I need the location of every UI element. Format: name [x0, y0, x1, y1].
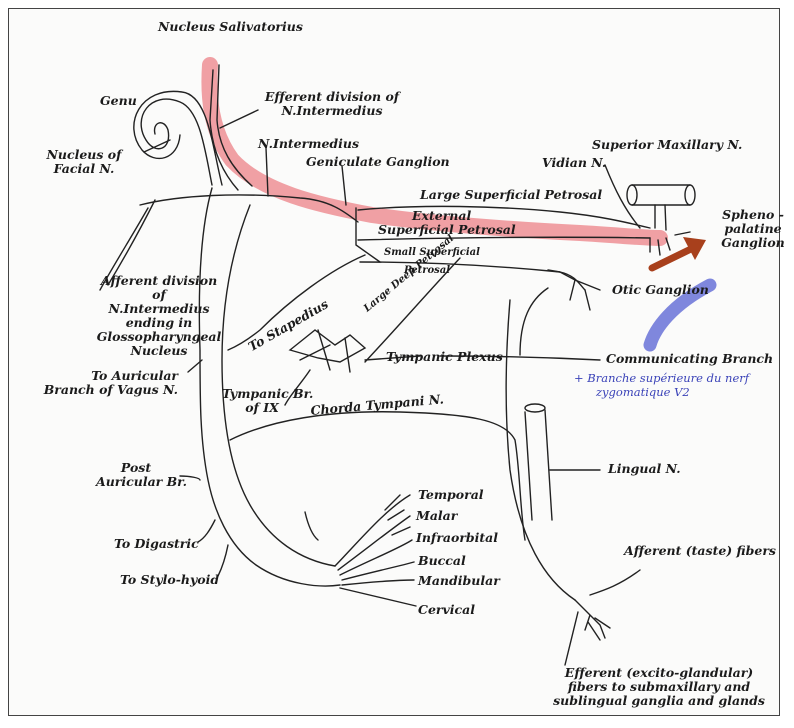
label-communicating-branch: Communicating Branch: [606, 352, 773, 366]
label-efferent-excito-line2: fibers to submaxillary and: [548, 680, 770, 694]
label-nucleus-facial-line1: Nucleus of: [34, 148, 134, 162]
infraorbital-branch: [340, 540, 412, 575]
superior-maxillary-nerve: [632, 185, 690, 205]
label-tympanic-br-line1: Tympanic Br.: [222, 387, 302, 401]
label-afferent-line1: Afferent division: [84, 274, 234, 288]
label-afferent-line3: N.Intermedius: [84, 302, 234, 316]
label-to-auricular: To Auricular Branch of Vagus N.: [40, 369, 178, 397]
label-infraorbital: Infraorbital: [416, 531, 498, 545]
label-mandibular: Mandibular: [418, 574, 500, 588]
label-nucleus-facial-line2: Facial N.: [34, 162, 134, 176]
label-large-superficial-petrosal: Large Superficial Petrosal: [420, 188, 602, 202]
digastric-branch: [198, 520, 215, 542]
label-temporal: Temporal: [418, 488, 484, 502]
afferent-taste-fibers: [590, 570, 640, 595]
mandibular-branch: [342, 580, 414, 585]
label-efferent-division-line1: Efferent division of: [262, 90, 402, 104]
label-to-stylo-hyoid: To Stylo-hyoid: [120, 573, 219, 587]
label-tympanic-plexus: Tympanic Plexus: [386, 350, 503, 364]
label-nucleus-salivatorius: Nucleus Salivatorius: [158, 20, 303, 34]
label-efferent-division: Efferent division of N.Intermedius: [262, 90, 402, 118]
label-blue-note-1: + Branche supérieure du nerf: [574, 372, 749, 385]
label-geniculate-ganglion: Geniculate Ganglion: [306, 155, 450, 169]
label-sphenopalatine: Spheno - palatine Ganglion: [718, 208, 788, 250]
geniculate-leader: [342, 166, 346, 205]
lingual-nerve: [525, 410, 552, 520]
label-post-auricular: Post Auricular Br.: [96, 461, 176, 489]
communicating-branch-line: [520, 288, 548, 355]
otic-ganglion: [548, 270, 600, 310]
label-afferent-taste: Afferent (taste) fibers: [624, 544, 776, 558]
label-genu: Genu: [100, 94, 137, 108]
efferent-div-leader: [220, 110, 258, 128]
genu-loop: [141, 99, 212, 185]
label-malar: Malar: [416, 509, 457, 523]
stylohyoid-branch: [218, 545, 228, 576]
cervical-branch: [340, 588, 416, 606]
superior-maxillary-end: [685, 185, 695, 205]
label-afferent-line4: ending in: [84, 316, 234, 330]
label-afferent-division: Afferent division of N.Intermedius endin…: [84, 274, 234, 358]
label-efferent-division-line2: N.Intermedius: [262, 104, 402, 118]
label-efferent-excito: Efferent (excito-glandular) fibers to su…: [548, 666, 770, 708]
label-to-auricular-line1: To Auricular: [40, 369, 178, 383]
label-nucleus-facial: Nucleus of Facial N.: [34, 148, 134, 176]
label-to-digastric: To Digastric: [114, 537, 199, 551]
stapedius-nerve: [228, 255, 365, 350]
label-blue-note-2: zygomatique V2: [596, 386, 690, 399]
label-spheno-line1: Spheno -: [718, 208, 788, 222]
label-to-auricular-line2: Branch of Vagus N.: [40, 383, 178, 397]
superior-maxillary-start: [627, 185, 637, 205]
label-spheno-line2: palatine: [718, 222, 788, 236]
label-tympanic-br-line2: of IX: [222, 401, 302, 415]
label-efferent-excito-line1: Efferent (excito-glandular): [548, 666, 770, 680]
efferent-excito-leader: [565, 612, 578, 665]
label-buccal: Buccal: [418, 554, 466, 568]
label-cervical: Cervical: [418, 603, 475, 617]
label-efferent-excito-line3: sublingual ganglia and glands: [548, 694, 770, 708]
label-external: External: [412, 209, 471, 223]
label-spheno-line3: Ganglion: [718, 236, 788, 250]
label-vidian: Vidian N.: [542, 156, 606, 170]
label-lingual: Lingual N.: [608, 462, 681, 476]
label-afferent-line2: of: [84, 288, 234, 302]
label-n-intermedius: N.Intermedius: [258, 137, 359, 151]
buccal-branch: [342, 562, 414, 580]
label-tympanic-br: Tympanic Br. of IX: [222, 387, 302, 415]
label-post-auricular-line2: Auricular Br.: [96, 475, 176, 489]
small-ganglion-bulge: [305, 512, 318, 540]
label-otic-ganglion: Otic Ganglion: [612, 283, 709, 297]
label-afferent-line6: Nucleus: [84, 344, 234, 358]
temporal-fan: [385, 495, 410, 535]
submaxillary-ganglion: [575, 600, 610, 640]
label-afferent-line5: Glossopharyngeal: [84, 330, 234, 344]
label-post-auricular-line1: Post: [96, 461, 176, 475]
temporal-branch: [335, 495, 410, 566]
tympanic-plexus-network: [290, 330, 365, 372]
label-superior-maxillary: Superior Maxillary N.: [592, 138, 742, 152]
lingual-nerve-top: [525, 404, 545, 412]
